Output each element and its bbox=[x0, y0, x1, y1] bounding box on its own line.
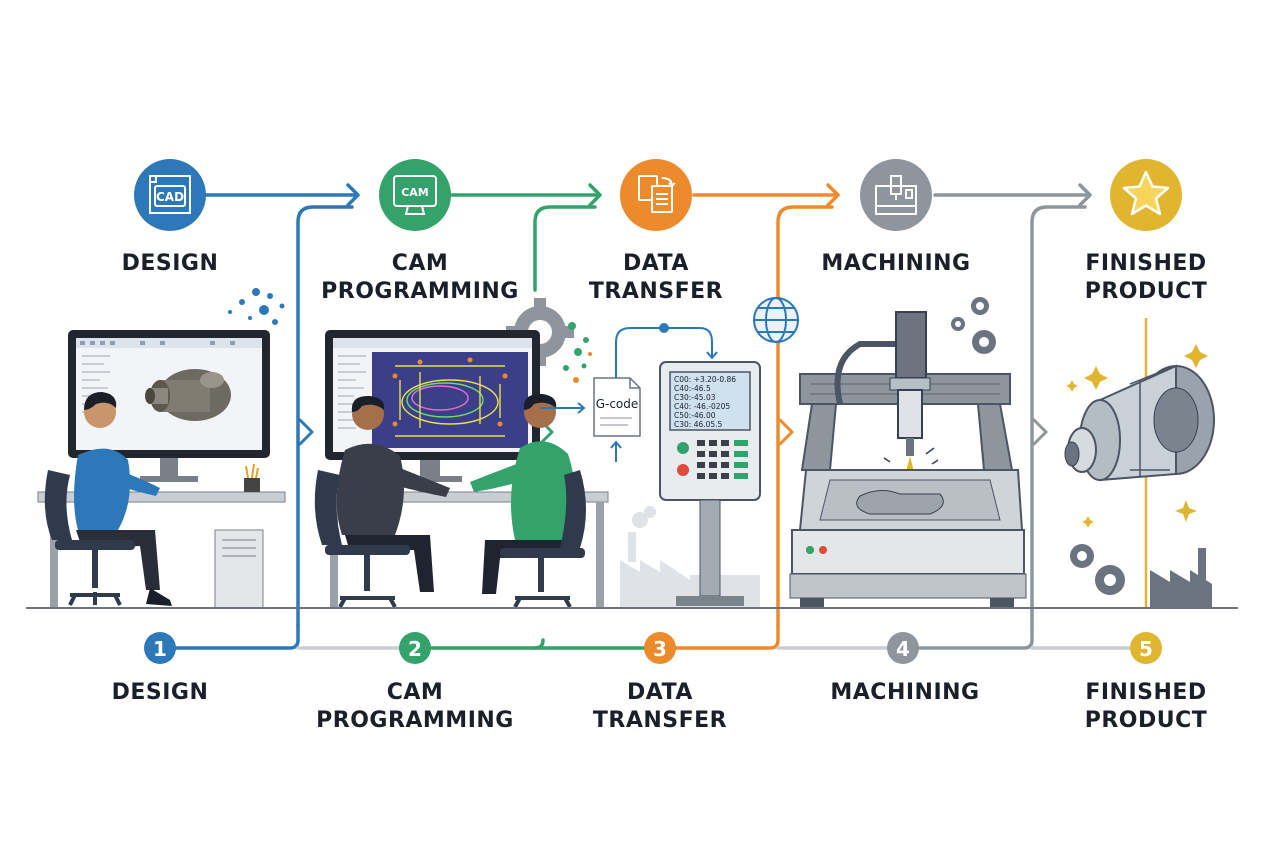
cad-icon bbox=[149, 175, 191, 214]
step-number-1: 1 bbox=[153, 637, 167, 661]
top-label-finished: FINISHED PRODUCT bbox=[1066, 250, 1226, 306]
chevron-design bbox=[298, 418, 314, 446]
cam-toolpath bbox=[395, 365, 505, 437]
cam-decor-dots bbox=[563, 322, 589, 371]
document-transfer-icon bbox=[638, 175, 676, 213]
finished-factory-icon bbox=[1150, 548, 1212, 608]
step-badge-2 bbox=[399, 632, 431, 664]
design-pc-tower bbox=[214, 529, 264, 609]
connector-transfer-branch bbox=[776, 205, 834, 627]
chevron-transfer bbox=[778, 418, 794, 446]
bottom-label-transfer: DATA TRANSFER bbox=[578, 679, 742, 735]
bottom-label-transfer-line1: DATA bbox=[627, 680, 693, 705]
design-scene bbox=[37, 330, 286, 609]
top-label-finished-line2: PRODUCT bbox=[1084, 279, 1208, 304]
controller-line: C00: +3.20-0.86 bbox=[674, 375, 736, 384]
finished-scene bbox=[1064, 318, 1215, 608]
step-badge-5 bbox=[1130, 632, 1162, 664]
top-label-machining-line1: MACHINING bbox=[821, 251, 971, 276]
connector-cam-branch bbox=[533, 205, 597, 292]
connector-design-cam bbox=[198, 183, 360, 207]
controller-line: C30:-45.03 bbox=[674, 393, 716, 402]
connector-machining-finished bbox=[933, 183, 1092, 207]
bottom-label-machining-line1: MACHINING bbox=[830, 680, 980, 705]
cam-icon-circle: CAM bbox=[379, 159, 451, 231]
cam-scene bbox=[314, 298, 609, 608]
bottom-label-cam-line1: CAM bbox=[386, 680, 444, 705]
globe-icon bbox=[753, 297, 799, 343]
top-label-design-line1: DESIGN bbox=[121, 251, 219, 276]
bottom-timeline bbox=[166, 623, 1148, 650]
top-label-transfer-line1: DATA bbox=[623, 251, 689, 276]
bottom-label-design: DESIGN bbox=[80, 679, 240, 707]
cnc-machine-icon bbox=[875, 175, 917, 215]
top-label-transfer: DATA TRANSFER bbox=[576, 250, 736, 306]
controller-line: C30: 46.05.5 bbox=[674, 420, 723, 429]
step-badge-1 bbox=[144, 632, 176, 664]
top-label-cam: CAM PROGRAMMING bbox=[320, 250, 520, 306]
step-badge-3 bbox=[644, 632, 676, 664]
bottom-label-cam: CAM PROGRAMMING bbox=[305, 679, 525, 735]
cam-chairs bbox=[314, 470, 586, 608]
finished-part bbox=[1064, 364, 1215, 482]
cam-monitor-icon bbox=[393, 175, 437, 215]
top-label-design: DESIGN bbox=[90, 250, 250, 278]
finished-icon-circle bbox=[1110, 159, 1182, 231]
step-badge-4 bbox=[887, 632, 919, 664]
design-chair bbox=[44, 470, 135, 606]
step-number-5: 5 bbox=[1139, 637, 1153, 661]
machining-icon-circle bbox=[860, 159, 932, 231]
bottom-label-finished-line1: FINISHED bbox=[1085, 680, 1207, 705]
controller-line: C40: -46.-0205 bbox=[674, 402, 730, 411]
top-label-cam-line1: CAM bbox=[391, 251, 449, 276]
controller-line: C40:-46.5 bbox=[674, 384, 711, 393]
cad-part bbox=[145, 369, 231, 421]
transfer-scene: G-code C00: +3.20-0.86C40:-46.5C30:-45.0… bbox=[540, 297, 799, 608]
bottom-label-finished-line2: PRODUCT bbox=[1084, 708, 1208, 733]
design-icon-circle: CAD bbox=[134, 159, 206, 231]
transfer-factory-bg bbox=[620, 506, 760, 608]
step-number-4: 4 bbox=[896, 637, 910, 661]
connector-machining-branch bbox=[1030, 205, 1087, 627]
top-label-machining: MACHINING bbox=[806, 250, 986, 278]
step-number-3: 3 bbox=[653, 637, 667, 661]
design-desk bbox=[37, 491, 286, 503]
top-label-transfer-line2: TRANSFER bbox=[588, 279, 724, 304]
finished-gear-icons bbox=[1070, 544, 1125, 595]
connector-design-branch bbox=[296, 205, 354, 627]
transfer-icon-circle bbox=[620, 159, 692, 231]
design-decor-dots bbox=[228, 288, 285, 325]
controller-line: C50:-46.00 bbox=[674, 411, 716, 420]
bottom-label-machining: MACHINING bbox=[810, 679, 1000, 707]
bottom-label-finished: FINISHED PRODUCT bbox=[1064, 679, 1228, 735]
chevron-machining bbox=[1032, 418, 1048, 446]
machining-scene bbox=[789, 297, 1027, 608]
gcode-label: G-code bbox=[596, 397, 639, 411]
bottom-label-design-line1: DESIGN bbox=[111, 680, 209, 705]
star-icon bbox=[1122, 170, 1170, 216]
step-badges: 1 2 3 4 5 bbox=[144, 632, 1162, 664]
step-number-2: 2 bbox=[408, 637, 422, 661]
gcode-document bbox=[593, 377, 641, 437]
cad-icon-text: CAD bbox=[156, 190, 184, 204]
top-flow-connectors bbox=[198, 183, 1092, 627]
connector-cam-transfer bbox=[450, 183, 602, 207]
bottom-label-cam-line2: PROGRAMMING bbox=[316, 708, 514, 733]
cam-icon-text: CAM bbox=[401, 186, 429, 199]
top-label-finished-line1: FINISHED bbox=[1085, 251, 1207, 276]
machining-gear-icons bbox=[951, 297, 996, 354]
bottom-label-transfer-line2: TRANSFER bbox=[592, 708, 728, 733]
top-label-cam-line2: PROGRAMMING bbox=[321, 279, 519, 304]
connector-transfer-machining bbox=[692, 183, 840, 207]
sparkle-icons bbox=[1066, 344, 1208, 528]
